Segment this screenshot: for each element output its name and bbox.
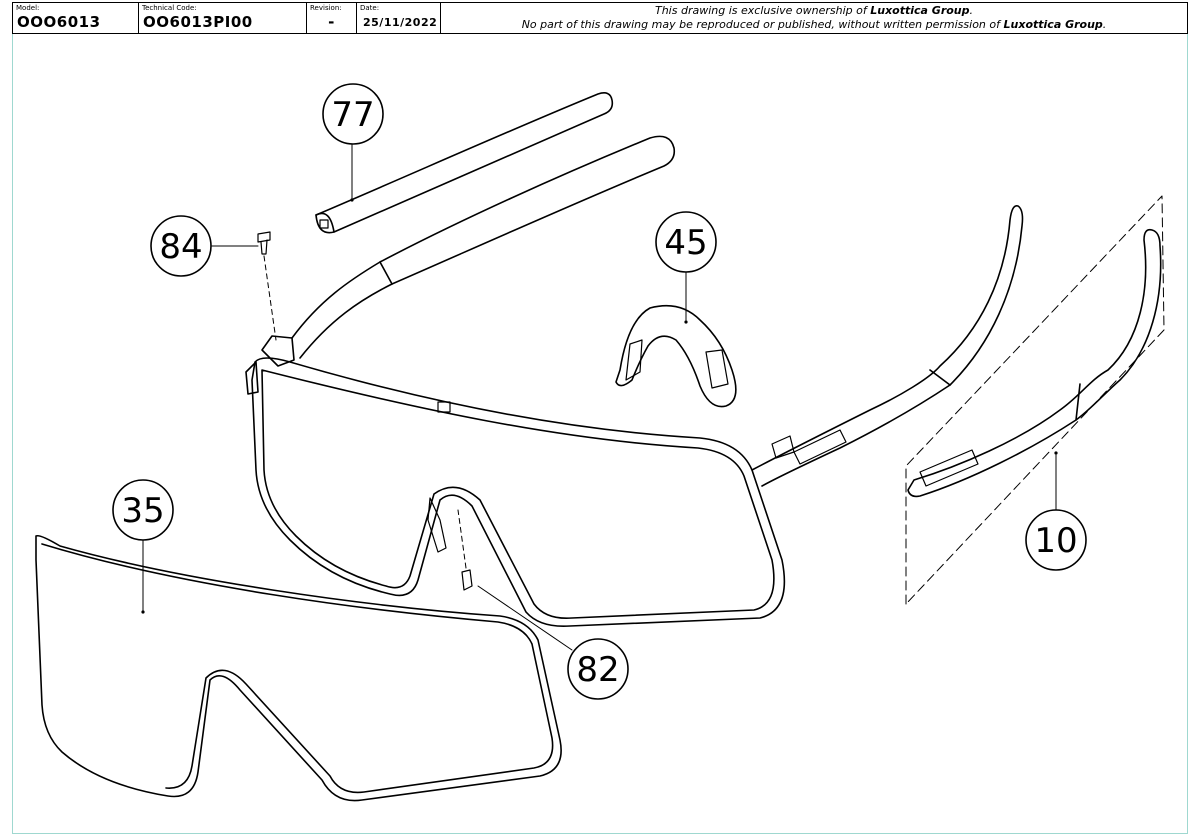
assembly-line-82 bbox=[457, 509, 467, 569]
nose-pad-part bbox=[615, 304, 737, 408]
revision-value: - bbox=[328, 13, 335, 31]
callout-77: 77 bbox=[322, 83, 384, 145]
leader-82 bbox=[477, 585, 573, 651]
title-block: Model: OOO6013 Technical Code: OO6013PI0… bbox=[12, 2, 1188, 34]
ownership-notice-line1: This drawing is exclusive ownership of L… bbox=[654, 4, 974, 17]
callout-45: 45 bbox=[655, 211, 717, 273]
lens-part bbox=[35, 534, 562, 802]
svg-text:84: 84 bbox=[159, 227, 202, 267]
date-cell: Date: 25/11/2022 bbox=[357, 3, 441, 33]
technical-code-value: OO6013PI00 bbox=[143, 13, 253, 31]
pin-part bbox=[461, 569, 473, 591]
leader-lines bbox=[142, 142, 1057, 651]
owner-name: Luxottica Group bbox=[870, 4, 970, 17]
screw-part bbox=[257, 231, 271, 255]
assembly-line-84 bbox=[263, 255, 277, 341]
owner-name-2: Luxottica Group bbox=[1003, 18, 1103, 31]
callout-35: 35 bbox=[112, 479, 174, 541]
svg-text:82: 82 bbox=[576, 650, 619, 690]
temple-sleeve-part bbox=[315, 92, 614, 234]
callout-10: 10 bbox=[1025, 509, 1087, 571]
date-value: 25/11/2022 bbox=[363, 16, 438, 29]
leader-dots bbox=[141, 198, 1058, 614]
revision-label: Revision: bbox=[310, 4, 342, 12]
svg-text:10: 10 bbox=[1034, 521, 1077, 561]
date-label: Date: bbox=[360, 4, 380, 12]
technical-code-label: Technical Code: bbox=[142, 4, 197, 12]
model-cell: Model: OOO6013 bbox=[13, 3, 139, 33]
svg-text:45: 45 bbox=[664, 223, 707, 263]
ownership-notice-line2: No part of this drawing may be reproduce… bbox=[521, 18, 1107, 31]
model-label: Model: bbox=[16, 4, 40, 12]
svg-text:35: 35 bbox=[121, 491, 164, 531]
svg-text:77: 77 bbox=[331, 95, 374, 135]
revision-cell: Revision: - bbox=[307, 3, 357, 33]
callout-84: 84 bbox=[150, 215, 212, 277]
model-value: OOO6013 bbox=[17, 13, 101, 31]
temple-part bbox=[905, 195, 1165, 605]
ownership-notice: This drawing is exclusive ownership of L… bbox=[441, 3, 1187, 33]
technical-code-cell: Technical Code: OO6013PI00 bbox=[139, 3, 307, 33]
frame-part bbox=[245, 135, 1024, 628]
callout-82: 82 bbox=[567, 638, 629, 700]
